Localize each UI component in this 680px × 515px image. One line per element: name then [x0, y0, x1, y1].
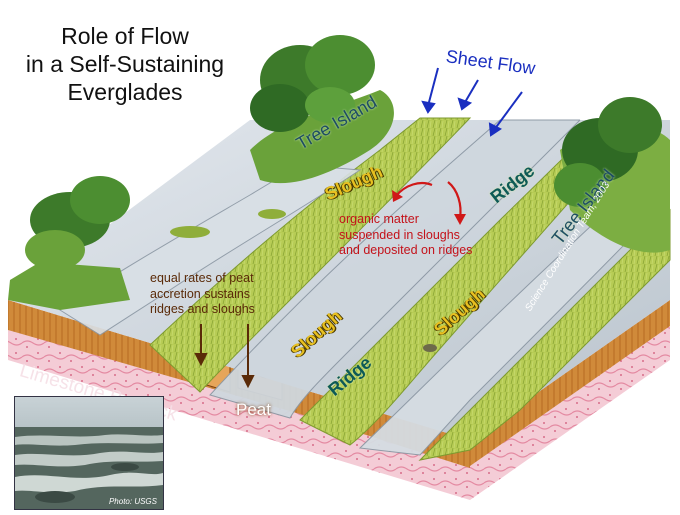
- organic-note-line-2: suspended in sloughs: [339, 227, 460, 242]
- sheet-flow-arrows: [421, 67, 523, 137]
- title-line-3: Everglades: [67, 79, 183, 105]
- aerial-photo-inset: Photo: USGS: [14, 396, 164, 510]
- title-line-1: Role of Flow: [61, 23, 189, 49]
- peat-note-line-3: ridges and sloughs: [150, 302, 255, 316]
- organic-note-line-1: organic matter: [339, 212, 419, 226]
- photo-credit: Photo: USGS: [108, 497, 157, 506]
- peat-arrows: [194, 324, 255, 389]
- organic-arrows: [392, 181, 466, 225]
- right-face: [470, 300, 670, 500]
- tree-island-right: [554, 97, 670, 253]
- peat-note-line-2: accretion sustains: [150, 286, 251, 301]
- peat-label: Peat: [236, 400, 271, 419]
- aerial-photo-image: [15, 397, 163, 509]
- peat-accretion-note: equal rates of peat accretion sustains r…: [150, 271, 255, 318]
- tree-island-left: [250, 35, 394, 184]
- organic-note-line-3: and deposited on ridges: [339, 243, 473, 257]
- organic-matter-note: organic matter suspended in sloughs and …: [339, 212, 472, 259]
- title-line-2: in a Self-Sustaining: [25, 51, 225, 77]
- peat-note-line-1: equal rates of peat: [150, 271, 254, 285]
- tree-island-far-left: [8, 176, 130, 310]
- top-surface: [8, 117, 671, 461]
- diagram-title: Role of Flow in a Self-Sustaining Evergl…: [0, 22, 250, 106]
